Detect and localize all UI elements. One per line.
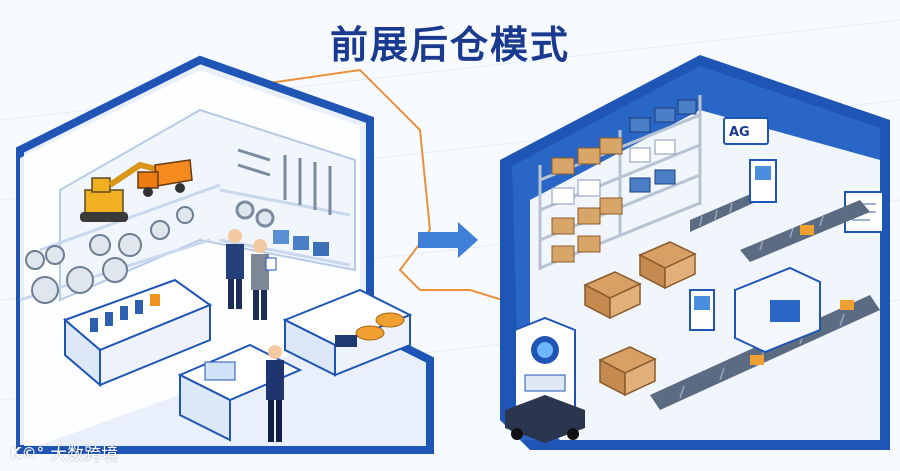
- scanner-terminal: [689, 159, 777, 331]
- watermark: K©° 大数跨境: [10, 440, 119, 466]
- truck-icon: [137, 159, 193, 197]
- page-title: 前展后仓模式: [329, 23, 570, 67]
- sorting-machine: [734, 266, 821, 354]
- agv-sign-text: AG: [729, 125, 750, 140]
- watermark-text: 大数跨境: [50, 445, 119, 465]
- pallet-boxes: [583, 241, 697, 397]
- person-staff: [251, 239, 277, 320]
- bearing-parts: [25, 206, 194, 304]
- display-table-right: [282, 288, 413, 377]
- agv-sign: AG: [723, 117, 769, 145]
- person-customer: [226, 229, 244, 309]
- agv-robot-icon: [505, 316, 585, 443]
- storage-racks: [538, 95, 702, 270]
- watermark-logo: K©°: [10, 443, 45, 462]
- blue-components: [273, 230, 329, 256]
- tool-rack: [235, 148, 332, 228]
- display-table-left: [63, 278, 213, 388]
- kiosk-table: [177, 343, 303, 442]
- warehouse: AG: [500, 55, 890, 450]
- arrow-right-icon: [418, 222, 478, 258]
- showroom: [16, 55, 434, 454]
- person-visitor: [266, 345, 284, 442]
